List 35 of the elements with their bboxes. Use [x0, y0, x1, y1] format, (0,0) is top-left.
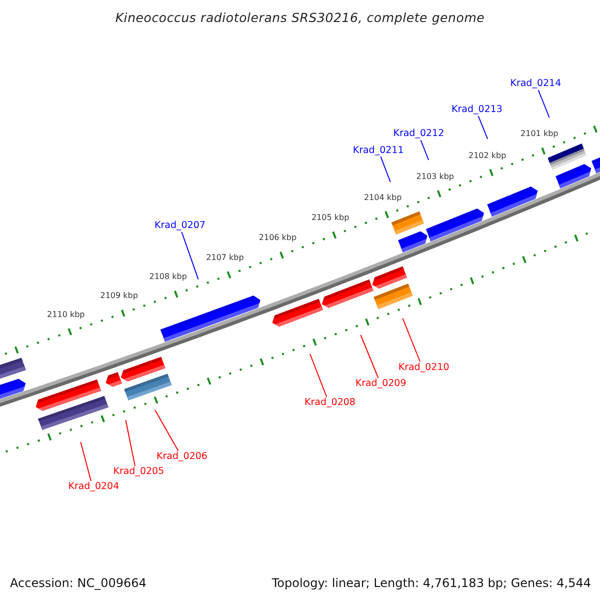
- leader-line: [538, 90, 550, 118]
- scale-label: 2104 kbp: [364, 192, 402, 203]
- gene-label: Krad_0204: [68, 481, 120, 493]
- gene-label: Krad_0214: [510, 78, 562, 90]
- map-title: Kineococcus radiotolerans SRS30216, complete genome: [115, 10, 485, 26]
- scale-label: 2107 kbp: [206, 252, 244, 263]
- leader-line: [125, 420, 136, 466]
- leader-line: [310, 354, 328, 398]
- leader-line: [360, 334, 379, 378]
- gene-label: Krad_0212: [393, 128, 444, 140]
- gene-label: Krad_0206: [156, 451, 208, 463]
- scale-label: 2105 kbp: [312, 213, 350, 224]
- scale-label: 2101 kbp: [520, 129, 558, 140]
- accession-text: Accession: NC_009664: [10, 576, 146, 590]
- leader-line: [478, 116, 488, 140]
- scale-label: 2106 kbp: [258, 233, 297, 244]
- gene-label: Krad_0213: [452, 104, 502, 116]
- scale-label: 2103 kbp: [416, 172, 454, 182]
- leader-line: [402, 318, 420, 362]
- scale-label: 2109 kbp: [100, 291, 138, 302]
- scale-label: 2102 kbp: [468, 150, 506, 161]
- leader-line: [380, 156, 391, 182]
- scale-label: 2108 kbp: [149, 272, 187, 282]
- leader-line: [181, 232, 199, 280]
- gene-label: Krad_0209: [355, 378, 406, 390]
- leader-line: [154, 410, 179, 452]
- genome-stats-text: Topology: linear; Length: 4,761,183 bp; Genes: 4,544: [272, 576, 591, 590]
- gene-label: Krad_0211: [352, 144, 404, 156]
- scale-label: 2110 kbp: [47, 310, 85, 320]
- leader-line: [420, 140, 430, 160]
- gene-label: Krad_0208: [304, 397, 356, 409]
- leader-line: [80, 442, 92, 482]
- gene-label: Krad_0207: [154, 220, 206, 232]
- gene-label: Krad_0210: [398, 362, 450, 374]
- gene-label: Krad_0205: [113, 466, 164, 478]
